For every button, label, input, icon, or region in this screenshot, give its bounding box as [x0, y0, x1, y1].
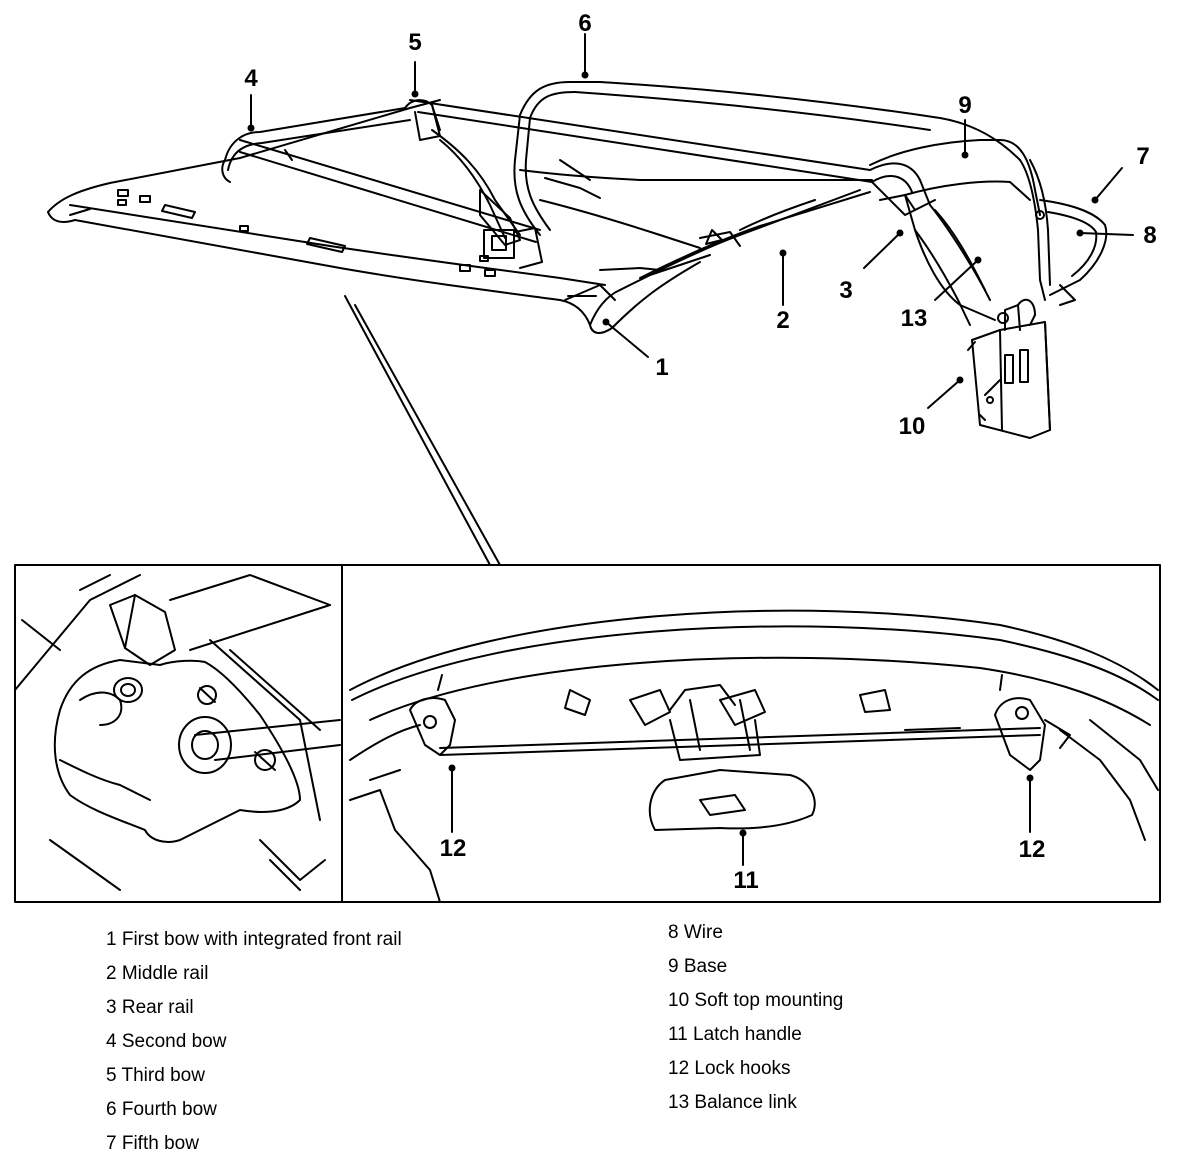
callout-6: 6	[578, 10, 591, 37]
callout-12-left: 12	[440, 835, 467, 862]
leader-lines	[247, 33, 1134, 866]
callout-2: 2	[776, 307, 789, 334]
balance-link	[914, 229, 971, 326]
wire	[1039, 199, 1108, 296]
callout-4: 4	[244, 65, 258, 92]
second-bow	[224, 107, 406, 161]
callout-7: 7	[1136, 143, 1149, 170]
legend-item-10: 10 Soft top mounting	[668, 990, 844, 1011]
legend-item-4: 4 Second bow	[106, 1031, 227, 1052]
middle-rail	[619, 189, 861, 291]
legend-item-7: 7 Fifth bow	[106, 1133, 199, 1154]
callout-labels: 1 2 3 4 5 6 7 8 9 10 11 12 12 13	[244, 10, 1156, 894]
callout-10: 10	[899, 413, 926, 440]
rear-rail	[869, 162, 931, 206]
detail-panel-right	[341, 564, 1161, 903]
detail-panels	[14, 564, 1161, 903]
legend-item-11: 11 Latch handle	[668, 1024, 802, 1045]
latch-mechanism-closeup	[349, 609, 1159, 903]
legend-item-8: 8 Wire	[668, 922, 723, 943]
legend-item-9: 9 Base	[668, 956, 728, 977]
legend-item-13: 13 Balance link	[668, 1092, 797, 1113]
legend-left-column: 1 First bow with integrated front rail 2…	[106, 923, 402, 1161]
callout-11: 11	[733, 867, 758, 894]
callout-8: 8	[1143, 222, 1156, 249]
fifth-bow	[1019, 159, 1046, 301]
legend-item-5: 5 Third bow	[106, 1065, 205, 1086]
fourth-bow	[519, 81, 601, 116]
detail-panel-left	[14, 564, 343, 903]
zoom-pointer-lines	[344, 295, 501, 566]
legend-item-12: 12 Lock hooks	[668, 1058, 791, 1079]
callout-1: 1	[655, 354, 668, 381]
legend-item-3: 3 Rear rail	[106, 997, 194, 1018]
callout-13: 13	[901, 305, 928, 332]
lock-hook-closeup	[14, 574, 341, 891]
callout-9: 9	[958, 92, 971, 119]
callout-12-right: 12	[1019, 836, 1046, 863]
legend-right-column: 8 Wire 9 Base 10 Soft top mounting 11 La…	[668, 916, 843, 1120]
soft-top-mounting	[967, 298, 1051, 439]
legend-item-1: 1 First bow with integrated front rail	[106, 929, 402, 950]
base	[869, 139, 1041, 216]
callout-3: 3	[839, 277, 852, 304]
callout-5: 5	[408, 29, 421, 56]
legend-item-6: 6 Fourth bow	[106, 1099, 217, 1120]
soft-top-frame-illustration	[47, 81, 1108, 439]
legend-item-2: 2 Middle rail	[106, 963, 209, 984]
first-bow-front-rail	[47, 99, 441, 213]
